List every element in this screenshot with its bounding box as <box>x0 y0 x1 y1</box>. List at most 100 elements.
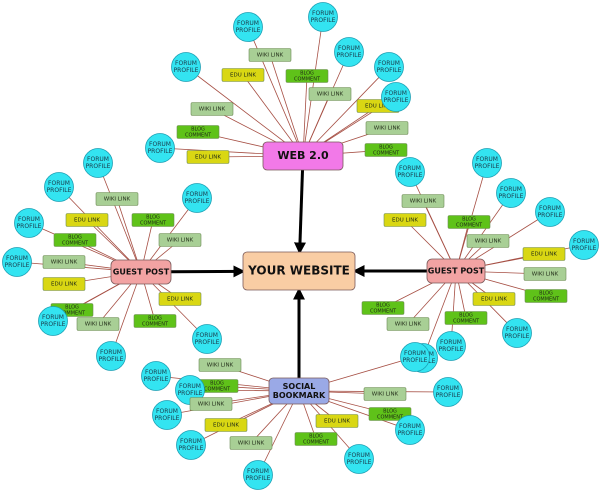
blog-link-box <box>444 311 488 325</box>
forum-profile-label: PROFILE <box>347 459 372 466</box>
guest_right-wiki-node: WIKI LINK <box>523 267 567 281</box>
web20-spoke-line <box>269 54 304 157</box>
forum-profile-label: PROFILE <box>398 172 423 179</box>
forum-profile-circle <box>436 331 466 361</box>
social-hub-label: SOCIAL <box>283 382 316 391</box>
blog-link-label: BLOG <box>146 215 160 221</box>
forum-profile-circle <box>171 52 201 82</box>
blog-link-label: COMMENT <box>142 322 169 328</box>
edu-link-label: EDU LINK <box>51 282 77 288</box>
guest_left-hub-box <box>110 259 172 285</box>
forum-profile-circle <box>433 377 463 407</box>
forum-profile-circle <box>141 361 171 391</box>
blog-link-box <box>447 215 491 229</box>
guest_right-edu-node: EDU LINK <box>383 213 427 227</box>
forum-profile-label: FORUM <box>100 349 122 356</box>
social-wiki-node: WIKI LINK <box>363 387 407 401</box>
guest_left-edu-node: EDU LINK <box>158 292 202 306</box>
blog-link-label: COMMENT <box>370 309 397 315</box>
blog-link-label: BLOG <box>459 313 473 319</box>
forum-profile-circle <box>14 208 44 238</box>
web20-edu-node: EDU LINK <box>221 68 265 82</box>
forum-profile-circle <box>145 133 175 163</box>
forum-profile-label: FORUM <box>6 255 28 262</box>
forum-profile-label: PROFILE <box>148 148 173 155</box>
forum-profile-label: PROFILE <box>436 392 461 399</box>
wiki-link-box <box>190 102 234 116</box>
blog-link-label: COMMENT <box>62 241 89 247</box>
guest_right-hub-label: GUEST POST <box>428 267 485 276</box>
forum-profile-circle <box>374 52 404 82</box>
forum-profile-label: PROFILE <box>475 163 500 170</box>
wiki-link-box <box>158 233 202 247</box>
blog-link-label: BLOG <box>300 71 314 77</box>
wiki-link-box <box>523 267 567 281</box>
blog-link-box <box>131 213 175 227</box>
forum-profile-circle <box>502 318 532 348</box>
wiki-link-label: WIKI LINK <box>395 322 422 328</box>
blog-link-label: BLOG <box>383 409 397 415</box>
forum-profile-circle <box>334 37 364 67</box>
guest_right-wiki-node: WIKI LINK <box>466 234 510 248</box>
forum-profile-label: FORUM <box>385 90 407 97</box>
web20-hub-label: WEB 2.0 <box>277 149 329 162</box>
forum-profile-label: FORUM <box>247 468 269 475</box>
forum-profile-label: PROFILE <box>144 376 169 383</box>
forum-profile-label: FORUM <box>180 438 202 445</box>
wiki-link-label: WIKI LINK <box>85 322 112 328</box>
wiki-link-box <box>401 194 445 208</box>
edu-link-box <box>383 213 427 227</box>
forum-profile-circle <box>192 324 222 354</box>
wiki-link-label: WIKI LINK <box>532 272 559 278</box>
web20-wiki-node: WIKI LINK <box>308 87 352 101</box>
blog-link-label: BLOG <box>462 217 476 223</box>
forum-profile-label: FORUM <box>573 238 595 245</box>
forum-profile-circle <box>83 148 113 178</box>
forum-profile-label: FORUM <box>196 332 218 339</box>
blog-link-box <box>285 69 329 83</box>
blog-link-label: BLOG <box>539 291 553 297</box>
forum-profile-circle <box>472 148 502 178</box>
forum-profile-circle <box>344 444 374 474</box>
guest_right-edu-node: EDU LINK <box>522 247 566 261</box>
forum-profile-circle <box>569 230 599 260</box>
edu-link-label: EDU LINK <box>213 423 239 429</box>
blog-link-label: COMMENT <box>453 319 480 325</box>
wiki-link-box <box>229 436 273 450</box>
blog-link-box <box>53 233 97 247</box>
wiki-link-label: WIKI LINK <box>198 402 225 408</box>
wiki-link-label: WIKI LINK <box>257 53 284 59</box>
guest_left-wiki-node: WIKI LINK <box>95 192 139 206</box>
wiki-link-label: WIKI LINK <box>374 126 401 132</box>
blog-link-label: COMMENT <box>533 297 560 303</box>
forum-profile-circle <box>44 172 74 202</box>
wiki-link-label: WIKI LINK <box>475 239 502 245</box>
forum-profile-circle <box>176 430 206 460</box>
forum-profile-circle <box>38 306 68 336</box>
web20-spoke-line <box>302 16 324 157</box>
edu-link-label: EDU LINK <box>531 252 557 258</box>
forum-profile-label: PROFILE <box>195 339 220 346</box>
wiki-link-box <box>386 317 430 331</box>
forum-profile-label: PROFILE <box>499 193 524 200</box>
web20-hub-box <box>262 141 344 171</box>
edu-link-box <box>522 247 566 261</box>
forum-profile-label: FORUM <box>500 186 522 193</box>
blog-link-label: COMMENT <box>59 311 86 317</box>
